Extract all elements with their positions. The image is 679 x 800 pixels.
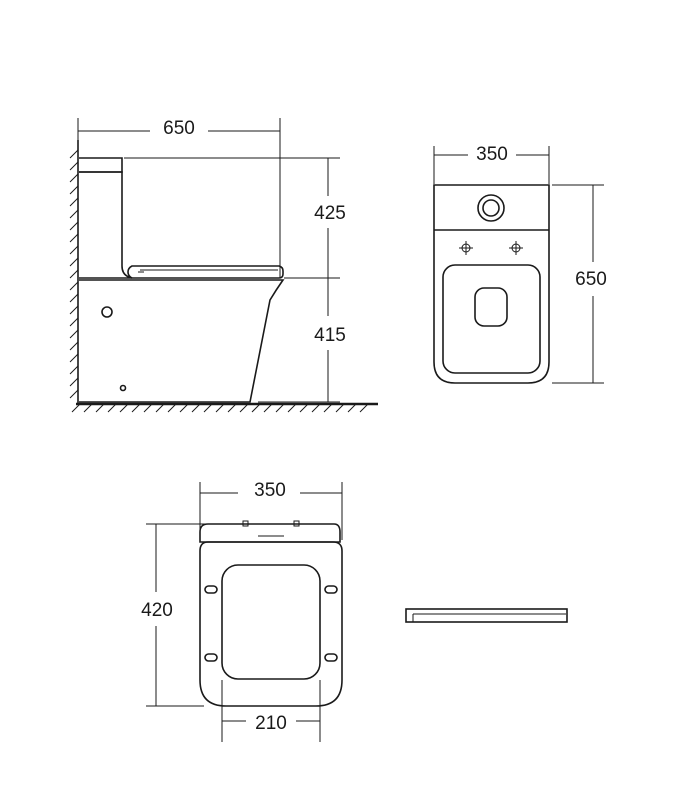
toilet-top-outline (433, 184, 550, 384)
seat-hinge-spacing-label: 210 (255, 713, 287, 734)
wall-hatch (69, 140, 79, 404)
seat-inner-opening (221, 564, 321, 680)
seat-top-outline (442, 264, 541, 374)
dim-side-width: 650 (77, 118, 281, 278)
tank-height-label: 425 (314, 203, 346, 224)
seat-bumper-icon (324, 653, 338, 662)
top-view: 350 650 (433, 144, 607, 384)
seat-width-label: 350 (254, 480, 286, 501)
dim-seat-width: 350 (199, 480, 343, 540)
dim-top-depth: 650 (552, 184, 607, 384)
dim-top-width: 350 (433, 144, 550, 184)
top-depth-label: 650 (575, 269, 607, 290)
seat-view: 350 420 210 (141, 480, 343, 742)
flush-button-icon (477, 194, 505, 222)
seat-height-label: 415 (314, 325, 346, 346)
dim-seat-length: 420 (141, 523, 206, 707)
seat-bumper-icon (324, 585, 338, 594)
seat-bumper-icon (204, 653, 218, 662)
seat-hinge-plate (199, 523, 341, 543)
dim-side-heights: 425 415 (124, 157, 346, 403)
toilet-side-outline (79, 157, 285, 403)
seat-outer-outline (199, 541, 343, 707)
dim-seat-hinge-spacing: 210 (221, 680, 321, 742)
side-view: 650 425 415 (69, 118, 378, 413)
bowl-opening-top (474, 287, 508, 327)
top-width-label: 350 (476, 144, 508, 165)
side-width-label: 650 (163, 118, 195, 139)
mounting-point-right-icon (509, 241, 523, 255)
floor-hatch (71, 402, 378, 413)
seat-profile (405, 608, 568, 623)
seat-length-label: 420 (141, 600, 173, 621)
seat-bumper-icon (204, 585, 218, 594)
mounting-point-left-icon (459, 241, 473, 255)
